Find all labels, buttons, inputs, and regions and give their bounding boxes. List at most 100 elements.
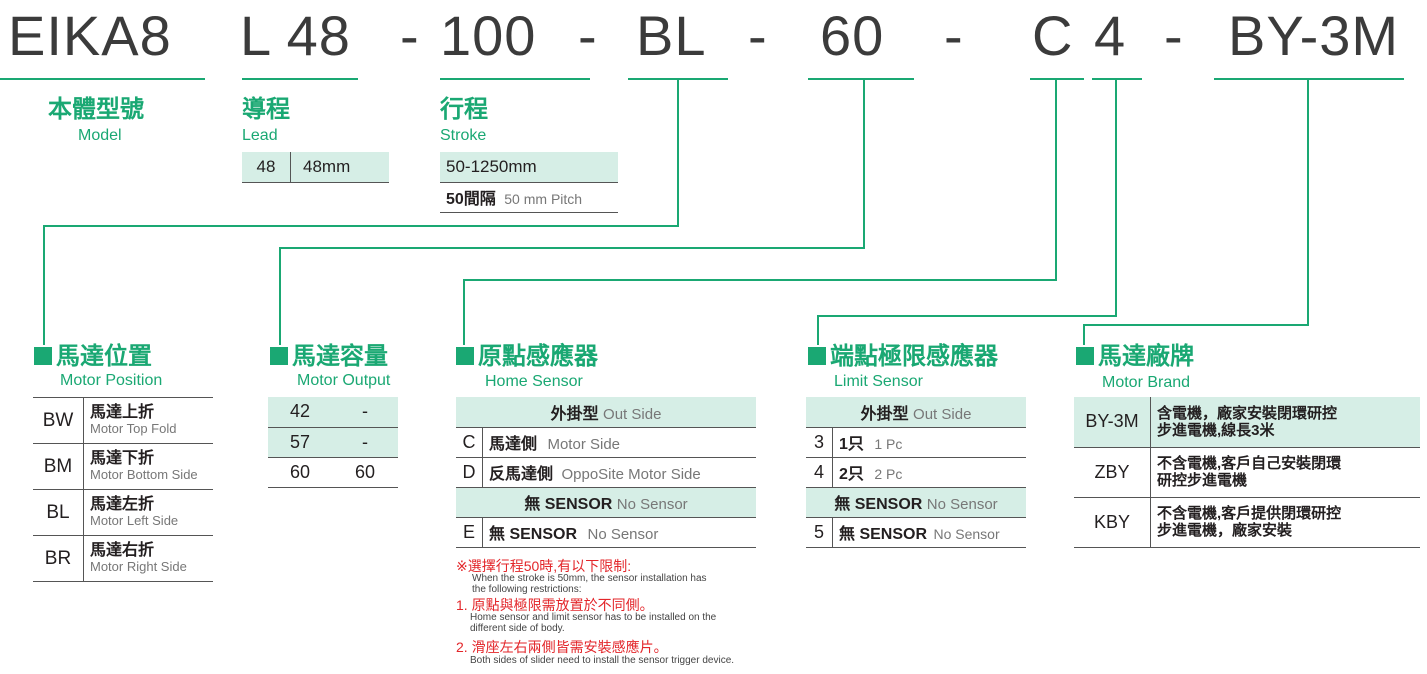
home-en: OppoSite Motor Side — [561, 466, 701, 483]
note-heading-en: the following restrictions: — [472, 584, 582, 595]
home-code: D — [456, 457, 483, 487]
position-en: Motor Left Side — [90, 512, 179, 528]
stroke-title: 行程 — [440, 96, 488, 123]
table-row: 外掛型 Out Side — [456, 397, 756, 427]
code-dash: - — [578, 4, 598, 67]
home-zh: 無 SENSOR — [489, 526, 578, 543]
limit-zh: 1只 — [839, 436, 864, 453]
connector-output — [279, 80, 865, 345]
motor-position-subtitle: Motor Position — [60, 372, 163, 389]
motor-brand-title: 馬達廠牌 — [1076, 343, 1194, 371]
limit-code: 5 — [806, 517, 833, 547]
home-sensor-subtitle: Home Sensor — [485, 373, 583, 390]
code-brand: BY-3M — [1228, 4, 1400, 67]
home-zh: 馬達側 — [489, 436, 538, 453]
motor-brand-table: BY-3M 含電機，廠家安裝閉環研控 步進電機,線長3米 ZBY 不含電機,客戶… — [1074, 397, 1420, 548]
limit-zh: 2只 — [839, 466, 864, 483]
limit-sensor-title: 端點極限感應器 — [808, 343, 998, 371]
underline-position — [628, 78, 728, 80]
underline-stroke — [440, 78, 590, 80]
underline-model — [0, 78, 205, 80]
code-sensor-n: 4 — [1094, 4, 1127, 67]
position-code: BL — [33, 489, 84, 536]
brand-desc-line1: 不含電機,客戶自己安裝閉環 — [1157, 455, 1342, 472]
table-row: 外掛型 Out Side — [806, 397, 1026, 427]
limit-en: No Sensor — [933, 526, 1000, 542]
note-1-en: different side of body. — [470, 623, 565, 634]
output-code: 60 — [354, 461, 376, 482]
table-row: 48 48mm — [242, 152, 389, 182]
limit-zh: 無 SENSOR — [839, 526, 928, 543]
square-marker-icon — [270, 347, 288, 365]
square-marker-icon — [456, 347, 474, 365]
table-row: BY-3M 含電機，廠家安裝閉環研控 步進電機,線長3米 — [1074, 397, 1420, 447]
position-code: BW — [33, 397, 84, 444]
home-en: No Sensor — [587, 526, 659, 543]
home-group1-zh: 外掛型 — [550, 405, 599, 423]
brand-desc-line2: 步進電機，廠家安裝 — [1157, 522, 1293, 539]
home-group2-zh: 無 SENSOR — [524, 496, 613, 513]
brand-code: ZBY — [1074, 447, 1151, 497]
square-marker-icon — [34, 347, 52, 365]
brand-code: BY-3M — [1074, 397, 1151, 447]
underline-output — [808, 78, 914, 80]
underline-brand — [1214, 78, 1404, 80]
note-heading: ※選擇行程50時,有以下限制: — [456, 558, 632, 574]
connector-home-sensor — [463, 80, 1057, 345]
output-size: 57 — [289, 431, 311, 452]
table-row: 60 60 — [268, 457, 398, 487]
output-size: 60 — [289, 461, 311, 482]
limit-sensor-table: 外掛型 Out Side 3 1只 1 Pc 4 2只 2 Pc 無 SENSO… — [806, 397, 1026, 548]
limit-en: 1 Pc — [874, 436, 903, 452]
limit-group2-en: No Sensor — [926, 496, 998, 513]
table-row: 無 SENSOR No Sensor — [806, 487, 1026, 517]
limit-group2-zh: 無 SENSOR — [834, 496, 923, 513]
code-output: 60 — [820, 4, 885, 67]
home-code: E — [456, 517, 483, 547]
motor-output-title: 馬達容量 — [270, 343, 388, 371]
code-position: BL — [636, 4, 707, 67]
table-row: 無 SENSOR No Sensor — [456, 487, 756, 517]
position-en: Motor Top Fold — [90, 420, 177, 436]
position-zh: 馬達右折 — [90, 541, 155, 559]
note-heading-en: When the stroke is 50mm, the sensor inst… — [472, 573, 707, 584]
home-en: Motor Side — [547, 436, 621, 453]
model-subtitle: Model — [78, 127, 122, 144]
brand-desc-line2: 研控步進電機 — [1157, 472, 1248, 489]
limit-sensor-subtitle: Limit Sensor — [834, 373, 923, 390]
stroke-pitch-en: 50 mm Pitch — [504, 191, 583, 207]
home-group2-en: No Sensor — [616, 496, 688, 513]
home-sensor-table: 外掛型 Out Side C 馬達側 Motor Side D 反馬達側 Opp… — [456, 397, 756, 548]
brand-desc-line2: 步進電機,線長3米 — [1157, 421, 1275, 439]
code-dash: - — [944, 4, 964, 67]
lead-subtitle: Lead — [242, 127, 278, 144]
code-dash: - — [748, 4, 768, 67]
output-code: - — [362, 401, 368, 422]
limit-code: 4 — [806, 457, 833, 487]
table-row: 50間隔 50 mm Pitch — [440, 182, 618, 212]
table-row: 4 2只 2 Pc — [806, 457, 1026, 487]
table-row: 5 無 SENSOR No Sensor — [806, 517, 1026, 547]
table-row: E 無 SENSOR No Sensor — [456, 517, 756, 547]
code-model: EIKA8 — [8, 4, 172, 67]
table-row: 57 - — [268, 427, 398, 457]
brand-code: KBY — [1074, 497, 1151, 547]
position-en: Motor Bottom Side — [90, 466, 198, 482]
note-1-en: Home sensor and limit sensor has to be i… — [470, 612, 717, 623]
code-lead: L 48 — [240, 4, 351, 67]
model-title: 本體型號 — [48, 96, 144, 123]
note-1: 1. 原點與極限需放置於不同側。 — [456, 597, 654, 613]
home-group1-en: Out Side — [603, 405, 662, 423]
position-code: BR — [33, 535, 84, 582]
table-row: 50-1250mm — [440, 152, 618, 182]
position-zh: 馬達上折 — [90, 403, 155, 421]
position-zh: 馬達左折 — [90, 495, 155, 513]
table-row: C 馬達側 Motor Side — [456, 427, 756, 457]
motor-output-subtitle: Motor Output — [297, 372, 391, 389]
home-code: C — [456, 427, 483, 457]
underline-lead — [242, 78, 358, 80]
